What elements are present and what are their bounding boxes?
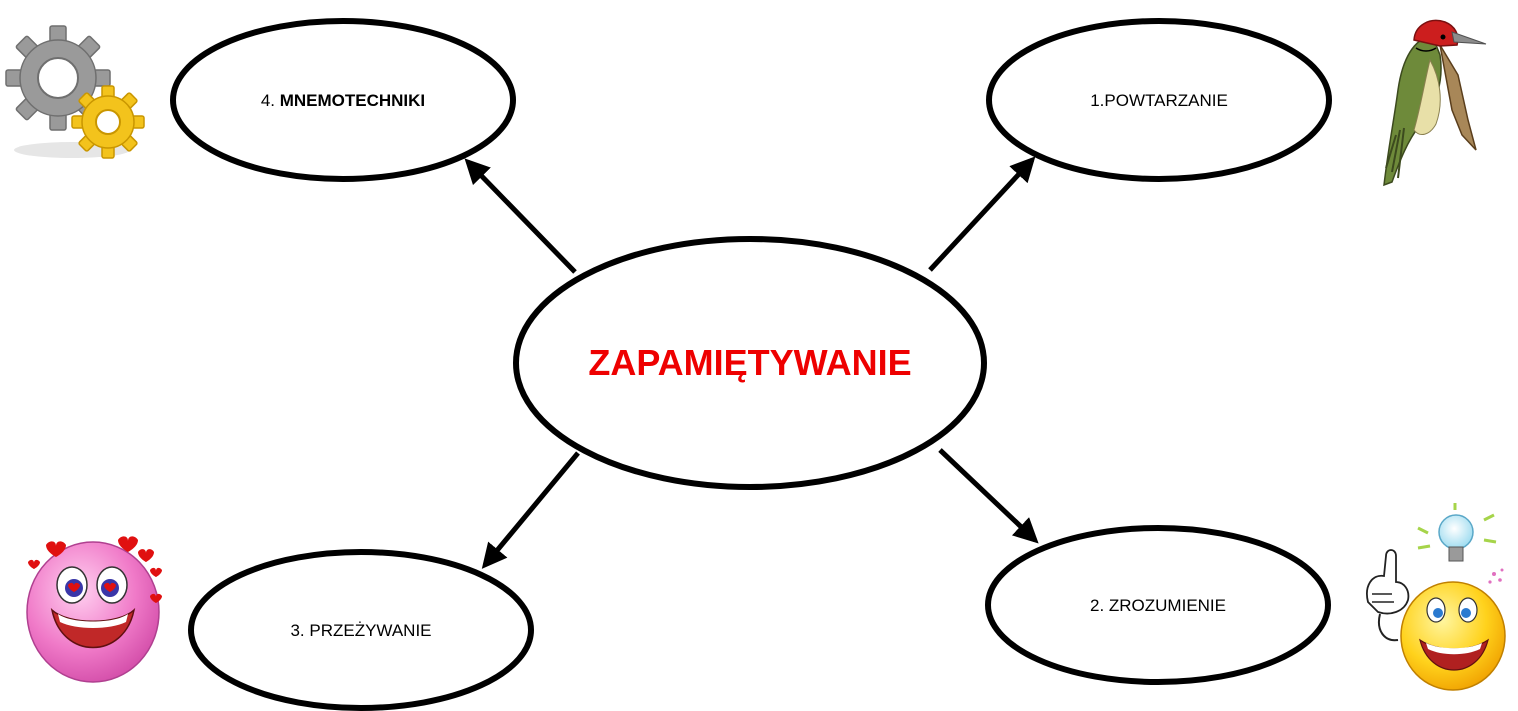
smiley-idea-lightbulb-icon [1366, 503, 1506, 691]
arrow-to-zrozumienie [938, 448, 1039, 544]
node-zrozumienie-label: 2. ZROZUMIENIE [1090, 596, 1226, 615]
center-label: ZAPAMIĘTYWANIE [588, 342, 911, 383]
node-przezywanie-label: 3. PRZEŻYWANIE [290, 621, 431, 640]
node-przezywanie: 3. PRZEŻYWANIE [188, 549, 534, 711]
arrow-to-powtarzanie [928, 156, 1036, 272]
node-powtarzanie: 1.POWTARZANIE [986, 18, 1332, 182]
arrow-to-mnemotechniki [464, 158, 577, 274]
node-number-4: 4. [261, 91, 280, 110]
smiley-in-love-icon [26, 536, 162, 683]
node-title-mnemotechniki: MNEMOTECHNIKI [280, 91, 425, 110]
node-powtarzanie-label: 1.POWTARZANIE [1090, 91, 1228, 110]
arrows [464, 156, 1039, 569]
woodpecker-icon [1383, 19, 1487, 187]
node-mnemotechniki: 4. MNEMOTECHNIKI [170, 18, 516, 182]
node-center: ZAPAMIĘTYWANIE [513, 236, 987, 490]
arrow-to-przezywanie [481, 451, 580, 569]
gears-icon [5, 25, 145, 159]
node-zrozumienie: 2. ZROZUMIENIE [985, 525, 1331, 685]
node-mnemotechniki-label: 4. MNEMOTECHNIKI [261, 91, 425, 110]
